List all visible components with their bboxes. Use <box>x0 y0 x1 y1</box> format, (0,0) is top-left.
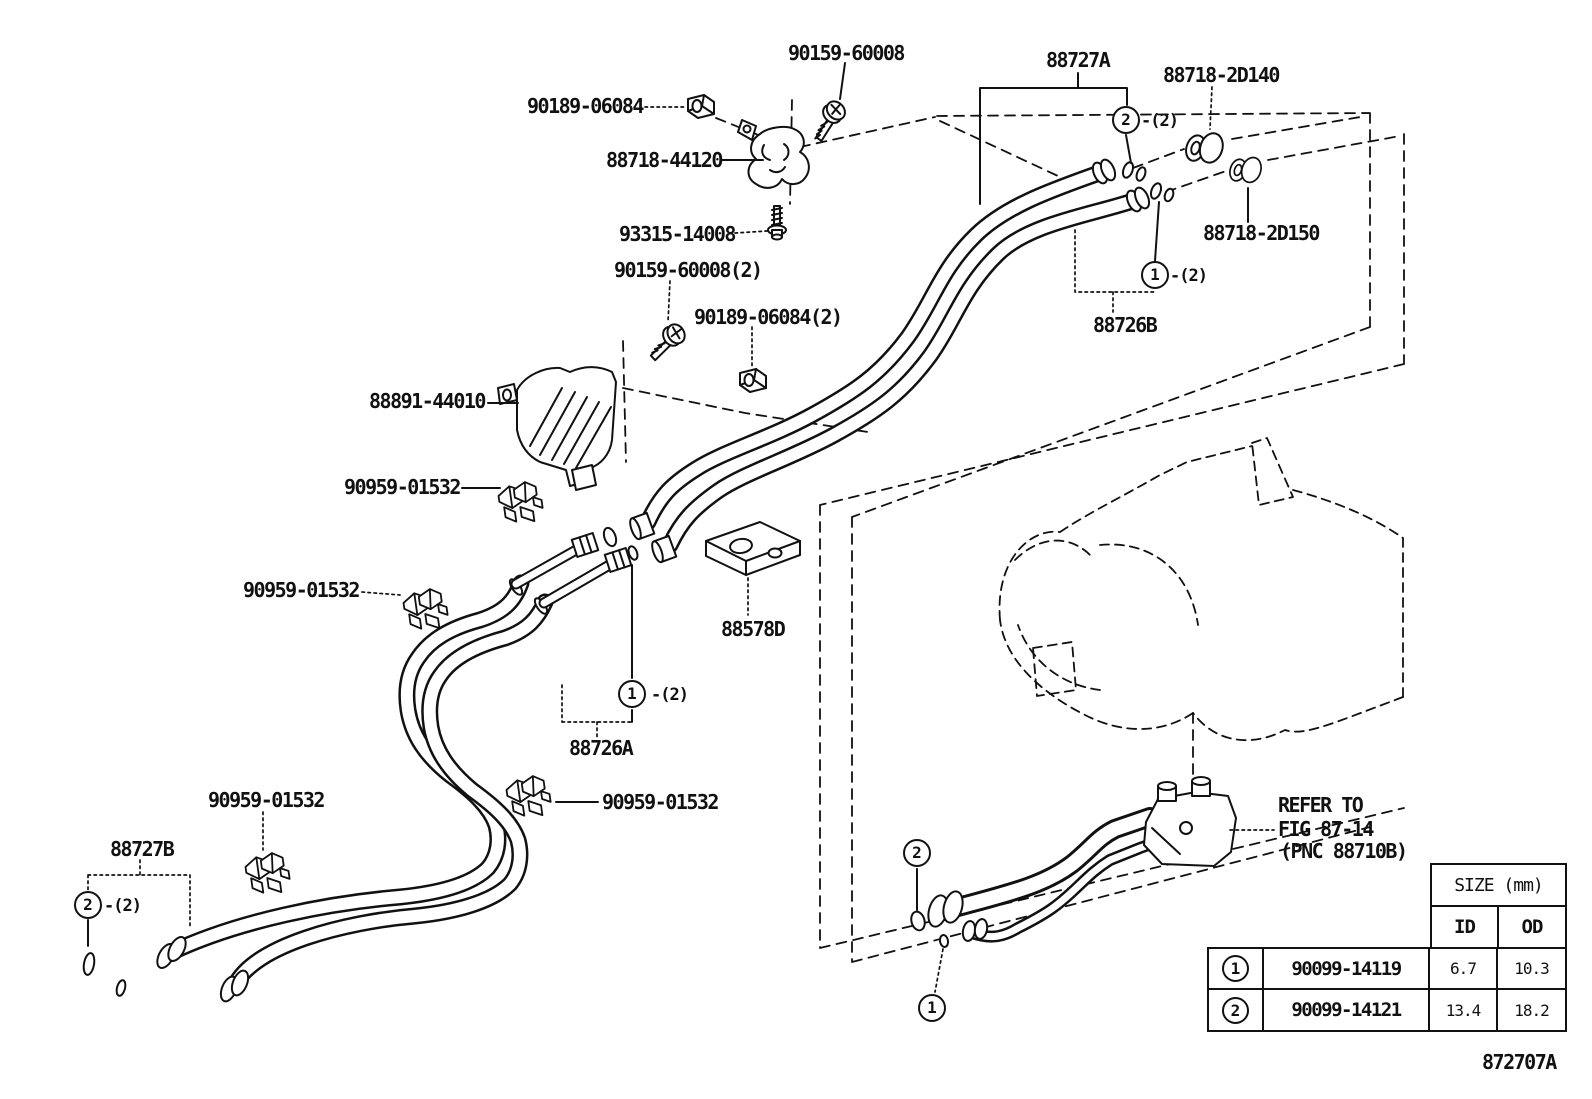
figure-code: 872707A <box>1482 1050 1557 1074</box>
label-88891-44010: 88891-44010 <box>369 389 486 413</box>
label-88727A: 88727A <box>1046 48 1111 72</box>
label-93315-14008: 93315-14008 <box>619 222 736 246</box>
clip-90189-mid <box>739 368 767 393</box>
label-88727B: 88727B <box>110 837 175 861</box>
table-row2-part: 90099-14121 <box>1262 988 1430 1032</box>
note-refer-line1: REFER TO <box>1278 793 1364 817</box>
plate-88578D <box>705 521 801 576</box>
bolt-93315 <box>767 205 787 241</box>
screw-mid <box>649 323 686 362</box>
callout-1-mid: 1 <box>618 680 646 708</box>
o-rings <box>82 161 1175 997</box>
callout-1-rear: 1 <box>918 994 946 1022</box>
callout-2-top-qty: -(2) <box>1141 111 1179 131</box>
rear-pipe-assembly <box>927 776 1237 943</box>
table-row2-od: 18.2 <box>1496 988 1567 1032</box>
connecting-pipes <box>510 511 678 609</box>
callout-1-top-qty: -(2) <box>1170 266 1208 286</box>
label-90959-01532-c: 90959-01532 <box>208 788 325 812</box>
tube-clamps <box>244 481 552 894</box>
label-90959-01532-b: 90959-01532 <box>243 578 360 602</box>
callout-1-top: 1 <box>1141 261 1169 289</box>
table-row1-badge-cell: 1 <box>1207 947 1264 990</box>
hook-bracket <box>737 119 810 189</box>
table-row2-badge-cell: 2 <box>1207 988 1264 1032</box>
size-table-col-od: OD <box>1497 905 1567 949</box>
label-90159-60008-2: 90159-60008(2) <box>614 258 763 282</box>
table-row1-od: 10.3 <box>1496 947 1567 990</box>
table-row1-id: 6.7 <box>1428 947 1498 990</box>
callout-2-top: 2 <box>1112 106 1140 134</box>
label-90959-01532-a: 90959-01532 <box>344 475 461 499</box>
heater-unit-outline <box>998 437 1404 742</box>
label-88718-2D140: 88718-2D140 <box>1163 63 1280 87</box>
size-table-header: SIZE (mm) <box>1430 863 1567 907</box>
table-row1-part: 90099-14119 <box>1262 947 1430 990</box>
label-88726A: 88726A <box>569 736 634 760</box>
label-90189-06084-2: 90189-06084(2) <box>694 305 843 329</box>
leader-lines <box>87 62 1249 947</box>
callout-1-mid-qty: -(2) <box>651 685 689 705</box>
label-88726B: 88726B <box>1093 313 1158 337</box>
callout-2-rear: 2 <box>903 839 931 867</box>
label-88578D: 88578D <box>721 617 786 641</box>
shield-bracket <box>497 366 617 491</box>
table-row2-badge: 2 <box>1222 996 1249 1024</box>
table-row2-id: 13.4 <box>1428 988 1498 1032</box>
grommet-2D140 <box>1185 132 1224 164</box>
table-row1-badge: 1 <box>1222 955 1249 982</box>
clip-90189-top <box>687 94 715 119</box>
label-90959-01532-d: 90959-01532 <box>602 790 719 814</box>
label-88718-44120: 88718-44120 <box>606 148 723 172</box>
note-refer-line3: (PNC 88710B) <box>1280 839 1408 863</box>
callout-2-left: 2 <box>74 891 102 919</box>
size-table-col-id: ID <box>1430 905 1499 949</box>
screw-top <box>814 100 846 142</box>
label-90159-60008: 90159-60008 <box>788 41 905 65</box>
label-90189-06084: 90189-06084 <box>527 94 644 118</box>
front-hoses <box>639 158 1151 554</box>
grommet-2D150 <box>1229 156 1262 184</box>
label-88718-2D150: 88718-2D150 <box>1203 221 1320 245</box>
dotted-leaders <box>87 86 1275 993</box>
note-refer-line2: FIG 87-14 <box>1278 817 1374 841</box>
callout-2-left-qty: -(2) <box>104 896 142 916</box>
